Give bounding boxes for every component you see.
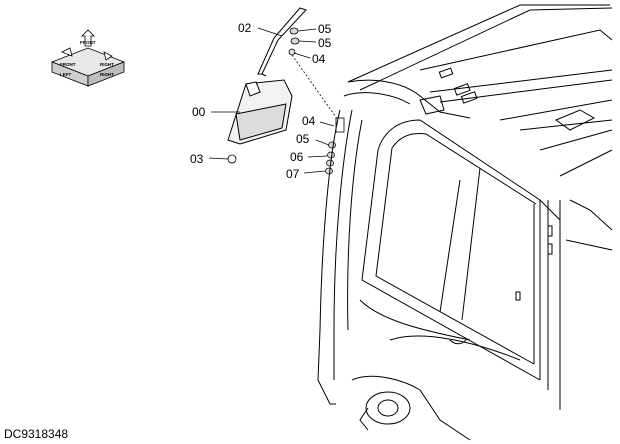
callout-05-c: 05 bbox=[296, 132, 310, 146]
mirror bbox=[227, 79, 293, 145]
orientation-label-left: FRONT bbox=[60, 62, 76, 67]
cab-outline bbox=[317, 4, 613, 441]
drawing-number: DC9318348 bbox=[4, 427, 68, 441]
orientation-label-bottom-left: LEFT bbox=[60, 72, 71, 77]
callout-06: 06 bbox=[290, 150, 304, 164]
orientation-label-top: FRONT bbox=[80, 40, 96, 45]
orientation-label-bottom-right: RIGHT bbox=[100, 72, 114, 77]
callout-02: 02 bbox=[238, 21, 252, 35]
leader-lines bbox=[208, 27, 335, 174]
callout-07: 07 bbox=[286, 167, 300, 181]
orientation-label-right: RIGHT bbox=[100, 62, 114, 67]
callout-04-a: 04 bbox=[312, 52, 326, 66]
callout-03: 03 bbox=[190, 152, 204, 166]
orientation-icon: FRONT FRONT RIGHT LEFT RIGHT bbox=[50, 29, 126, 87]
callout-05-b: 05 bbox=[318, 36, 332, 50]
callout-00: 00 bbox=[192, 105, 206, 119]
mirror-stay bbox=[257, 7, 307, 77]
hardware-parts bbox=[227, 27, 345, 175]
callout-04-b: 04 bbox=[302, 114, 316, 128]
callout-05-a: 05 bbox=[318, 22, 332, 36]
